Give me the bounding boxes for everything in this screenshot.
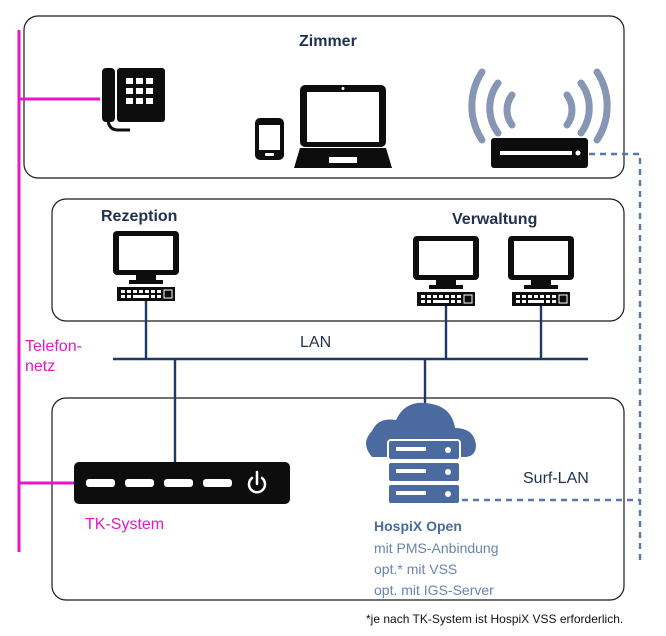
desktop-computer-icon	[112, 230, 180, 302]
surf-lan-label: Surf-LAN	[523, 470, 589, 487]
lan-label: LAN	[300, 334, 332, 351]
desktop-computer-icon	[507, 235, 575, 307]
rezeption-title: Rezeption	[101, 208, 178, 225]
tk-system-box-icon	[74, 462, 290, 504]
laptop-icon	[294, 85, 392, 168]
smartphone-icon	[255, 118, 284, 160]
surf-lan-dashed-line	[462, 152, 642, 560]
telefonnetz-label-line2: netz	[25, 358, 56, 375]
hospix-line-2: opt.* mit VSS	[374, 561, 458, 577]
verwaltung-title: Verwaltung	[452, 211, 538, 228]
server-box	[51, 397, 625, 601]
zimmer-title: Zimmer	[299, 33, 357, 50]
telephone-network-lines	[17, 30, 100, 552]
footnote: *je nach TK-System ist HospiX VSS erford…	[366, 612, 624, 626]
hospix-line-1: mit PMS-Anbindung	[374, 540, 499, 556]
tk-system-label: TK-System	[85, 516, 165, 533]
cloud-server-icon	[366, 402, 476, 505]
desk-phone-icon	[102, 68, 165, 132]
power-icon	[247, 470, 267, 494]
desktop-computer-icon	[412, 235, 480, 307]
hospix-line-3: opt. mit IGS-Server	[374, 582, 494, 598]
reception-admin-box	[51, 198, 625, 322]
hospix-title: HospiX Open	[374, 518, 462, 534]
lan-lines	[113, 301, 588, 462]
telefonnetz-label-line1: Telefon-	[25, 338, 82, 355]
wifi-router-icon	[468, 68, 611, 168]
